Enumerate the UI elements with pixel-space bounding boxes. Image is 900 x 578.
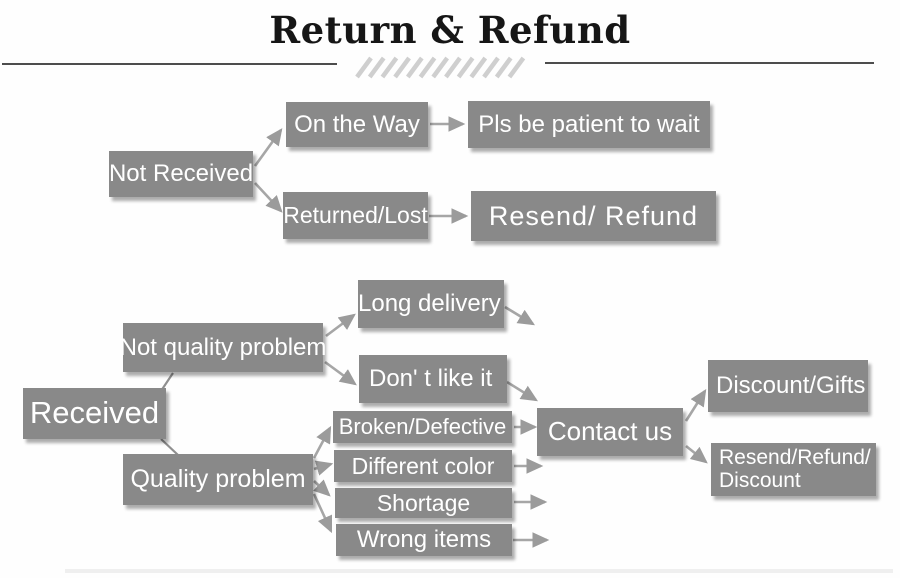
flow-node-dont-like-it: Don' t like it <box>359 355 507 403</box>
arrow-quality-to-broken-defective <box>312 425 332 459</box>
flow-node-returned-lost: Returned/Lost <box>283 192 428 239</box>
flow-node-resend-refund: Resend/ Refund <box>471 191 716 241</box>
arrow-not-received-to-returned-lost <box>254 182 283 213</box>
hatch-stroke <box>507 56 526 79</box>
flow-node-discount-gifts: Discount/Gifts <box>708 360 868 412</box>
hatch-stroke <box>355 56 373 79</box>
flow-node-label: Received <box>29 395 160 431</box>
flow-node-label: Don' t like it <box>369 365 493 393</box>
flow-node-not-quality-problem: Not quality problem <box>120 323 326 372</box>
flow-node-label: Shortage <box>376 489 471 516</box>
flow-node-quality-problem: Quality problem <box>123 454 313 505</box>
arrow-quality-to-different-color <box>313 460 334 476</box>
flow-node-label: Discount/Gifts <box>716 372 866 400</box>
flow-node-label: Broken/Defective <box>338 414 507 440</box>
flow-node-label: Pls be patient to wait <box>478 110 700 138</box>
arrow-not-quality-to-long-delivery <box>325 313 356 338</box>
flow-node-different-color: Different color <box>334 450 512 482</box>
flow-node-label: Contact us <box>547 416 673 447</box>
flow-node-resend-refund-discount: Resend/Refund/Discount <box>711 443 876 496</box>
arrow-long-delivery-out <box>504 305 536 326</box>
hatch-stroke <box>418 56 437 79</box>
flow-node-long-delivery: Long delivery <box>358 280 504 328</box>
arrow-quality-to-wrong-items <box>312 493 333 534</box>
arrow-contact-us-to-resend-refund-discount <box>685 444 708 464</box>
hatch-stroke <box>456 56 475 79</box>
hatch-stroke <box>494 56 513 79</box>
flow-node-label: Long delivery <box>358 290 501 318</box>
flow-node-label: Resend/ Refund <box>488 200 699 231</box>
hatch-stroke <box>393 56 411 79</box>
arrow-dont-like-it-to-contact-us <box>506 380 538 402</box>
flow-node-received: Received <box>23 388 166 439</box>
flow-node-label: Discount <box>719 468 801 492</box>
flow-node-broken-defective: Broken/Defective <box>333 411 512 443</box>
flow-node-pls-be-patient: Pls be patient to wait <box>468 101 710 148</box>
hatch-stroke <box>367 56 386 79</box>
hatch-stroke <box>380 56 399 79</box>
flow-node-label: Different color <box>351 452 495 479</box>
flow-node-label: Not Received <box>108 160 254 188</box>
flow-node-label: Resend/Refund/ <box>719 446 871 470</box>
hatch-stroke <box>444 56 462 79</box>
hatch-stroke <box>469 56 488 79</box>
flow-node-contact-us: Contact us <box>537 408 683 456</box>
flow-node-wrong-items: Wrong items <box>336 524 512 556</box>
flow-node-shortage: Shortage <box>335 488 512 518</box>
arrow-not-received-to-on-the-way <box>253 128 283 167</box>
flow-arrows <box>253 116 708 548</box>
hatch-stroke <box>482 56 500 79</box>
line-received-to-quality <box>160 438 179 456</box>
flow-node-label: Returned/Lost <box>283 202 428 229</box>
arrow-not-quality-to-dont-like-it <box>324 360 357 386</box>
flow-node-on-the-way: On the Way <box>286 102 428 147</box>
arrow-contact-us-to-discount-gifts <box>684 389 707 422</box>
page-title: Return & Refund <box>269 8 631 52</box>
hatch-stroke <box>431 56 450 79</box>
flow-node-label: Quality problem <box>130 465 306 494</box>
arrow-quality-to-shortage <box>313 479 331 497</box>
hatch-stroke <box>405 56 424 79</box>
flow-node-label: Wrong items <box>356 526 492 554</box>
flow-node-not-received: Not Received <box>109 151 253 197</box>
flow-node-label: On the Way <box>294 110 420 138</box>
title-divider <box>2 56 893 573</box>
flow-node-label: Not quality problem <box>119 333 327 361</box>
